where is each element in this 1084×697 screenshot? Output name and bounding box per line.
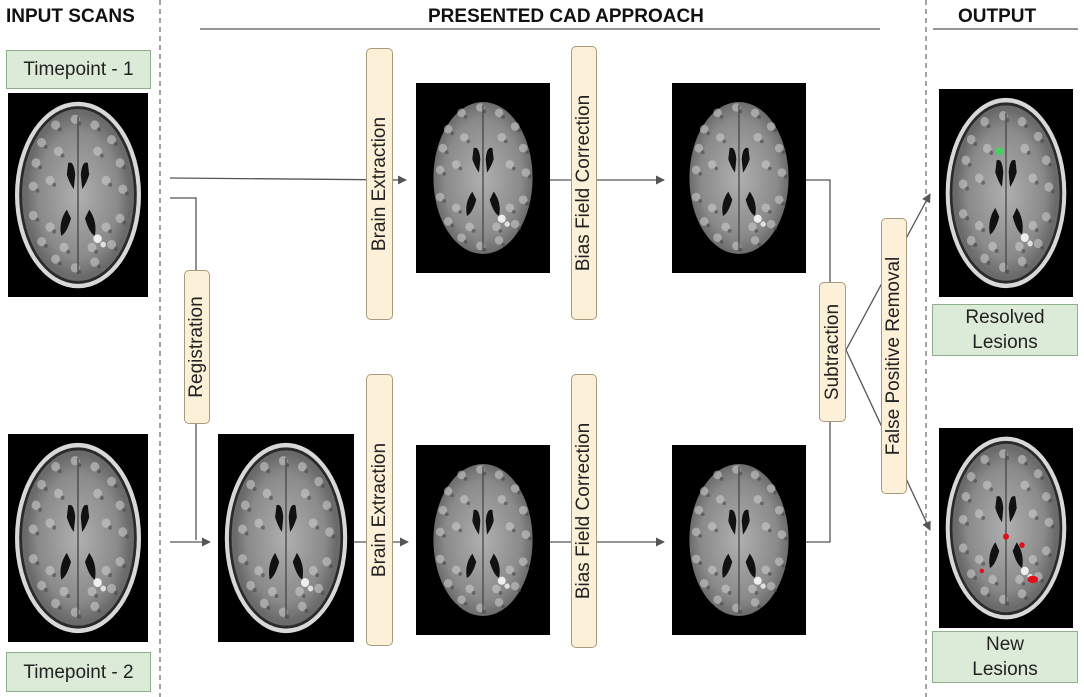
timepoint-1-text: Timepoint - 1 xyxy=(23,59,134,80)
scan-bias-corrected-1 xyxy=(672,83,806,273)
bias-field-step-2: Bias Field Correction xyxy=(571,374,597,648)
timepoint-2-text: Timepoint - 2 xyxy=(23,661,134,683)
timepoint-2-label: Timepoint - 2 xyxy=(6,652,151,692)
new-line-2: Lesions xyxy=(972,659,1038,680)
scan-brain-extracted-1 xyxy=(416,83,550,273)
bias-field-text-1: Bias Field Correction xyxy=(573,94,594,272)
new-lesions-label: New Lesions xyxy=(932,631,1078,683)
false-positive-removal-step: False Positive Removal xyxy=(881,218,907,494)
scan-bias-corrected-2 xyxy=(672,445,806,635)
subtraction-text: Subtraction xyxy=(821,303,843,401)
false-positive-text: False Positive Removal xyxy=(883,256,904,456)
registration-text: Registration xyxy=(186,296,207,398)
brain-extraction-text-2: Brain Extraction xyxy=(368,442,390,578)
line-tp1-to-registration xyxy=(170,197,197,270)
line-bias1-to-subtraction xyxy=(806,179,831,282)
approach-header: PRESENTED CAD APPROACH xyxy=(428,6,704,27)
timepoint-1-label: Timepoint - 1 xyxy=(6,50,151,89)
brain-extraction-text-1: Brain Extraction xyxy=(368,116,390,252)
bias-field-step-1: Bias Field Correction xyxy=(571,46,597,320)
output-header: OUTPUT xyxy=(958,6,1037,27)
scan-resolved-output xyxy=(939,89,1073,297)
resolved-lesions-label: Resolved Lesions xyxy=(932,304,1078,356)
scan-registered xyxy=(218,434,354,642)
scan-brain-extracted-2 xyxy=(416,445,550,635)
scan-timepoint-1 xyxy=(8,93,148,297)
brain-extraction-step-1: Brain Extraction xyxy=(366,48,393,320)
bias-field-text-2: Bias Field Correction xyxy=(573,422,594,600)
line-bias2-to-subtraction xyxy=(806,422,831,543)
scan-timepoint-2 xyxy=(8,434,148,642)
resolved-line-2: Lesions xyxy=(972,332,1038,353)
input-scans-header: INPUT SCANS xyxy=(6,6,135,27)
subtraction-step: Subtraction xyxy=(819,282,846,422)
scan-new-output xyxy=(939,428,1073,628)
brain-extraction-step-2: Brain Extraction xyxy=(366,374,393,646)
registration-step: Registration xyxy=(184,270,210,424)
resolved-line-1: Resolved xyxy=(965,307,1045,328)
new-line-1: New xyxy=(985,634,1024,655)
